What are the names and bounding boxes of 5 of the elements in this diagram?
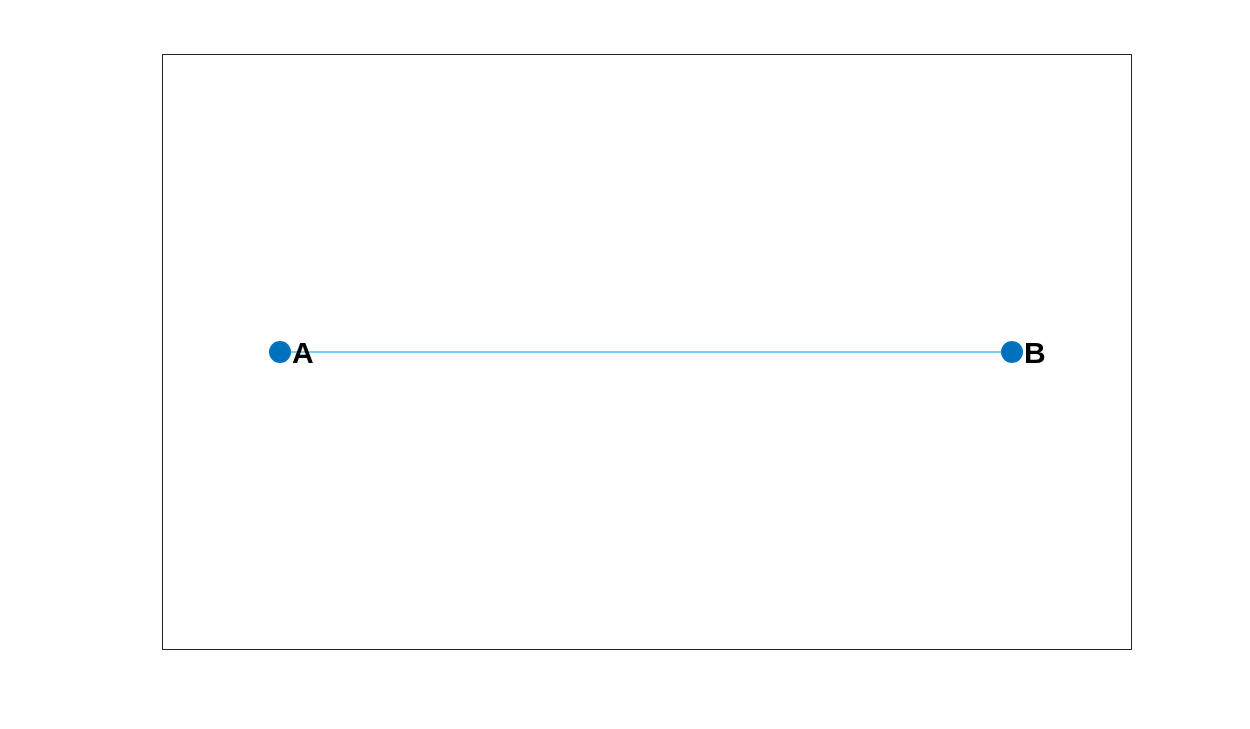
point-label: B — [1024, 338, 1046, 368]
point-label: A — [292, 338, 314, 368]
connector-line — [290, 351, 1002, 353]
point-marker — [269, 341, 291, 363]
point-marker — [1001, 341, 1023, 363]
